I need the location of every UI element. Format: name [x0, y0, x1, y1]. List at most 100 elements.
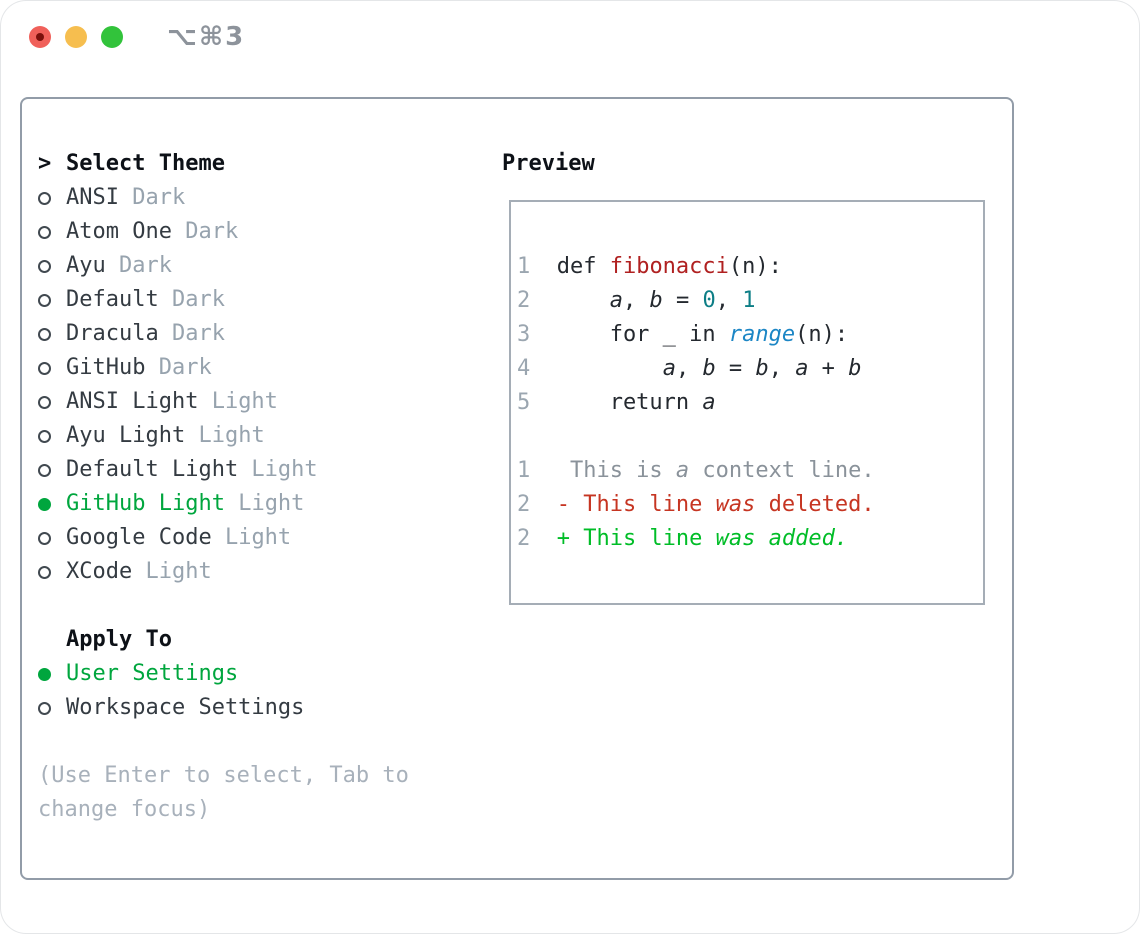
code-token: was added.	[715, 526, 849, 551]
variant-tag: Dark	[145, 355, 212, 380]
radio-icon	[38, 327, 66, 341]
code-line: 2 a, b = 0, 1	[517, 284, 973, 318]
variant-tag: Light	[224, 491, 305, 516]
option-label: ANSI	[66, 185, 119, 210]
variant-tag: Dark	[171, 219, 239, 244]
code-token: +	[808, 356, 849, 381]
theme-option[interactable]: ANSI Dark	[38, 181, 478, 215]
code-token: b	[702, 356, 716, 381]
code-token: + This line	[543, 526, 716, 551]
code-token: a	[702, 390, 716, 415]
option-label: Atom One	[66, 219, 172, 244]
code-line: 1 def fibonacci(n):	[517, 250, 973, 284]
line-number: 2	[517, 492, 531, 517]
spacer	[38, 589, 478, 623]
preview-column: Preview 1 def fibonacci(n):2 a, b = 0, 1…	[502, 147, 985, 605]
theme-option[interactable]: XCode Light	[38, 555, 478, 589]
variant-tag: Light	[185, 423, 265, 448]
variant-tag: Light	[238, 457, 318, 482]
keyboard-hint: (Use Enter to select, Tab to change focu…	[38, 763, 409, 822]
option-label: Google Code	[66, 525, 212, 550]
close-button[interactable]	[29, 26, 51, 48]
code-token: =	[662, 288, 703, 313]
select-theme-header: > Select Theme	[38, 147, 478, 181]
variant-tag: Dark	[105, 253, 172, 278]
radio-icon	[38, 191, 66, 205]
radio-icon	[38, 395, 66, 409]
code-token: b	[649, 288, 663, 313]
theme-option[interactable]: Ayu Dark	[38, 249, 478, 283]
option-label: Ayu	[66, 253, 106, 278]
code-line: 5 return a	[517, 386, 973, 420]
radio-icon	[38, 565, 66, 579]
line-number: 2	[517, 526, 531, 551]
theme-option[interactable]: Default Light Light	[38, 453, 478, 487]
spacer	[38, 725, 478, 759]
theme-option[interactable]: ANSI Light Light	[38, 385, 478, 419]
code-line: 3 for _ in range(n):	[517, 318, 973, 352]
apply-option[interactable]: Workspace Settings	[38, 691, 478, 725]
theme-option[interactable]: Atom One Dark	[38, 215, 478, 249]
radio-selected-icon	[38, 667, 66, 681]
code-token: a	[675, 458, 690, 483]
code-line: 4 a, b = b, a + b	[517, 352, 973, 386]
line-number: 1	[517, 458, 531, 483]
option-label: User Settings	[66, 661, 239, 686]
line-number: 5	[517, 390, 531, 415]
theme-option[interactable]: GitHub Light Light	[38, 487, 478, 521]
radio-icon	[38, 531, 66, 545]
code-token: def	[543, 254, 610, 279]
radio-icon	[38, 429, 66, 443]
select-theme-label: Select Theme	[66, 151, 225, 176]
option-label: Ayu Light	[66, 423, 186, 448]
apply-to-header: Apply To	[38, 623, 478, 657]
code-line: 2 + This line was added.	[517, 522, 973, 556]
code-token: =	[715, 356, 756, 381]
pointer-icon: >	[38, 151, 52, 176]
option-label: XCode	[66, 559, 133, 584]
radio-icon	[38, 259, 66, 273]
blank-code-line	[517, 420, 973, 454]
line-number	[517, 420, 530, 454]
code-token: ,	[622, 288, 650, 313]
code-token: a	[609, 288, 623, 313]
code-token	[543, 284, 609, 318]
variant-tag: Dark	[158, 321, 225, 346]
code-token: ,	[715, 288, 743, 313]
zoom-button[interactable]	[101, 26, 123, 48]
preview-header: Preview	[502, 151, 595, 176]
variant-tag: Light	[198, 389, 278, 414]
option-label: Default	[66, 287, 159, 312]
line-number: 1	[517, 254, 531, 279]
code-token: 1	[742, 288, 756, 313]
code-token: This is	[543, 458, 676, 483]
code-token: a	[662, 356, 676, 381]
window-title: ⌥⌘3	[167, 22, 246, 52]
theme-option[interactable]: GitHub Dark	[38, 351, 478, 385]
theme-option[interactable]: Google Code Light	[38, 521, 478, 555]
theme-option[interactable]: Default Dark	[38, 283, 478, 317]
minimize-button[interactable]	[65, 26, 87, 48]
theme-option[interactable]: Ayu Light Light	[38, 419, 478, 453]
code-token: return	[543, 390, 703, 415]
theme-option[interactable]: Dracula Dark	[38, 317, 478, 351]
code-token: for _ in	[543, 322, 729, 347]
code-line: 2 - This line was deleted.	[517, 488, 973, 522]
apply-option[interactable]: User Settings	[38, 657, 478, 691]
code-token: deleted.	[755, 492, 875, 517]
code-token: ,	[768, 356, 796, 381]
code-token: ,	[675, 356, 703, 381]
radio-selected-icon	[38, 497, 66, 511]
variant-tag: Light	[132, 559, 212, 584]
radio-icon	[38, 225, 66, 239]
code-token: (n):	[795, 322, 849, 347]
radio-icon	[38, 463, 66, 477]
option-label: Default Light	[66, 457, 239, 482]
